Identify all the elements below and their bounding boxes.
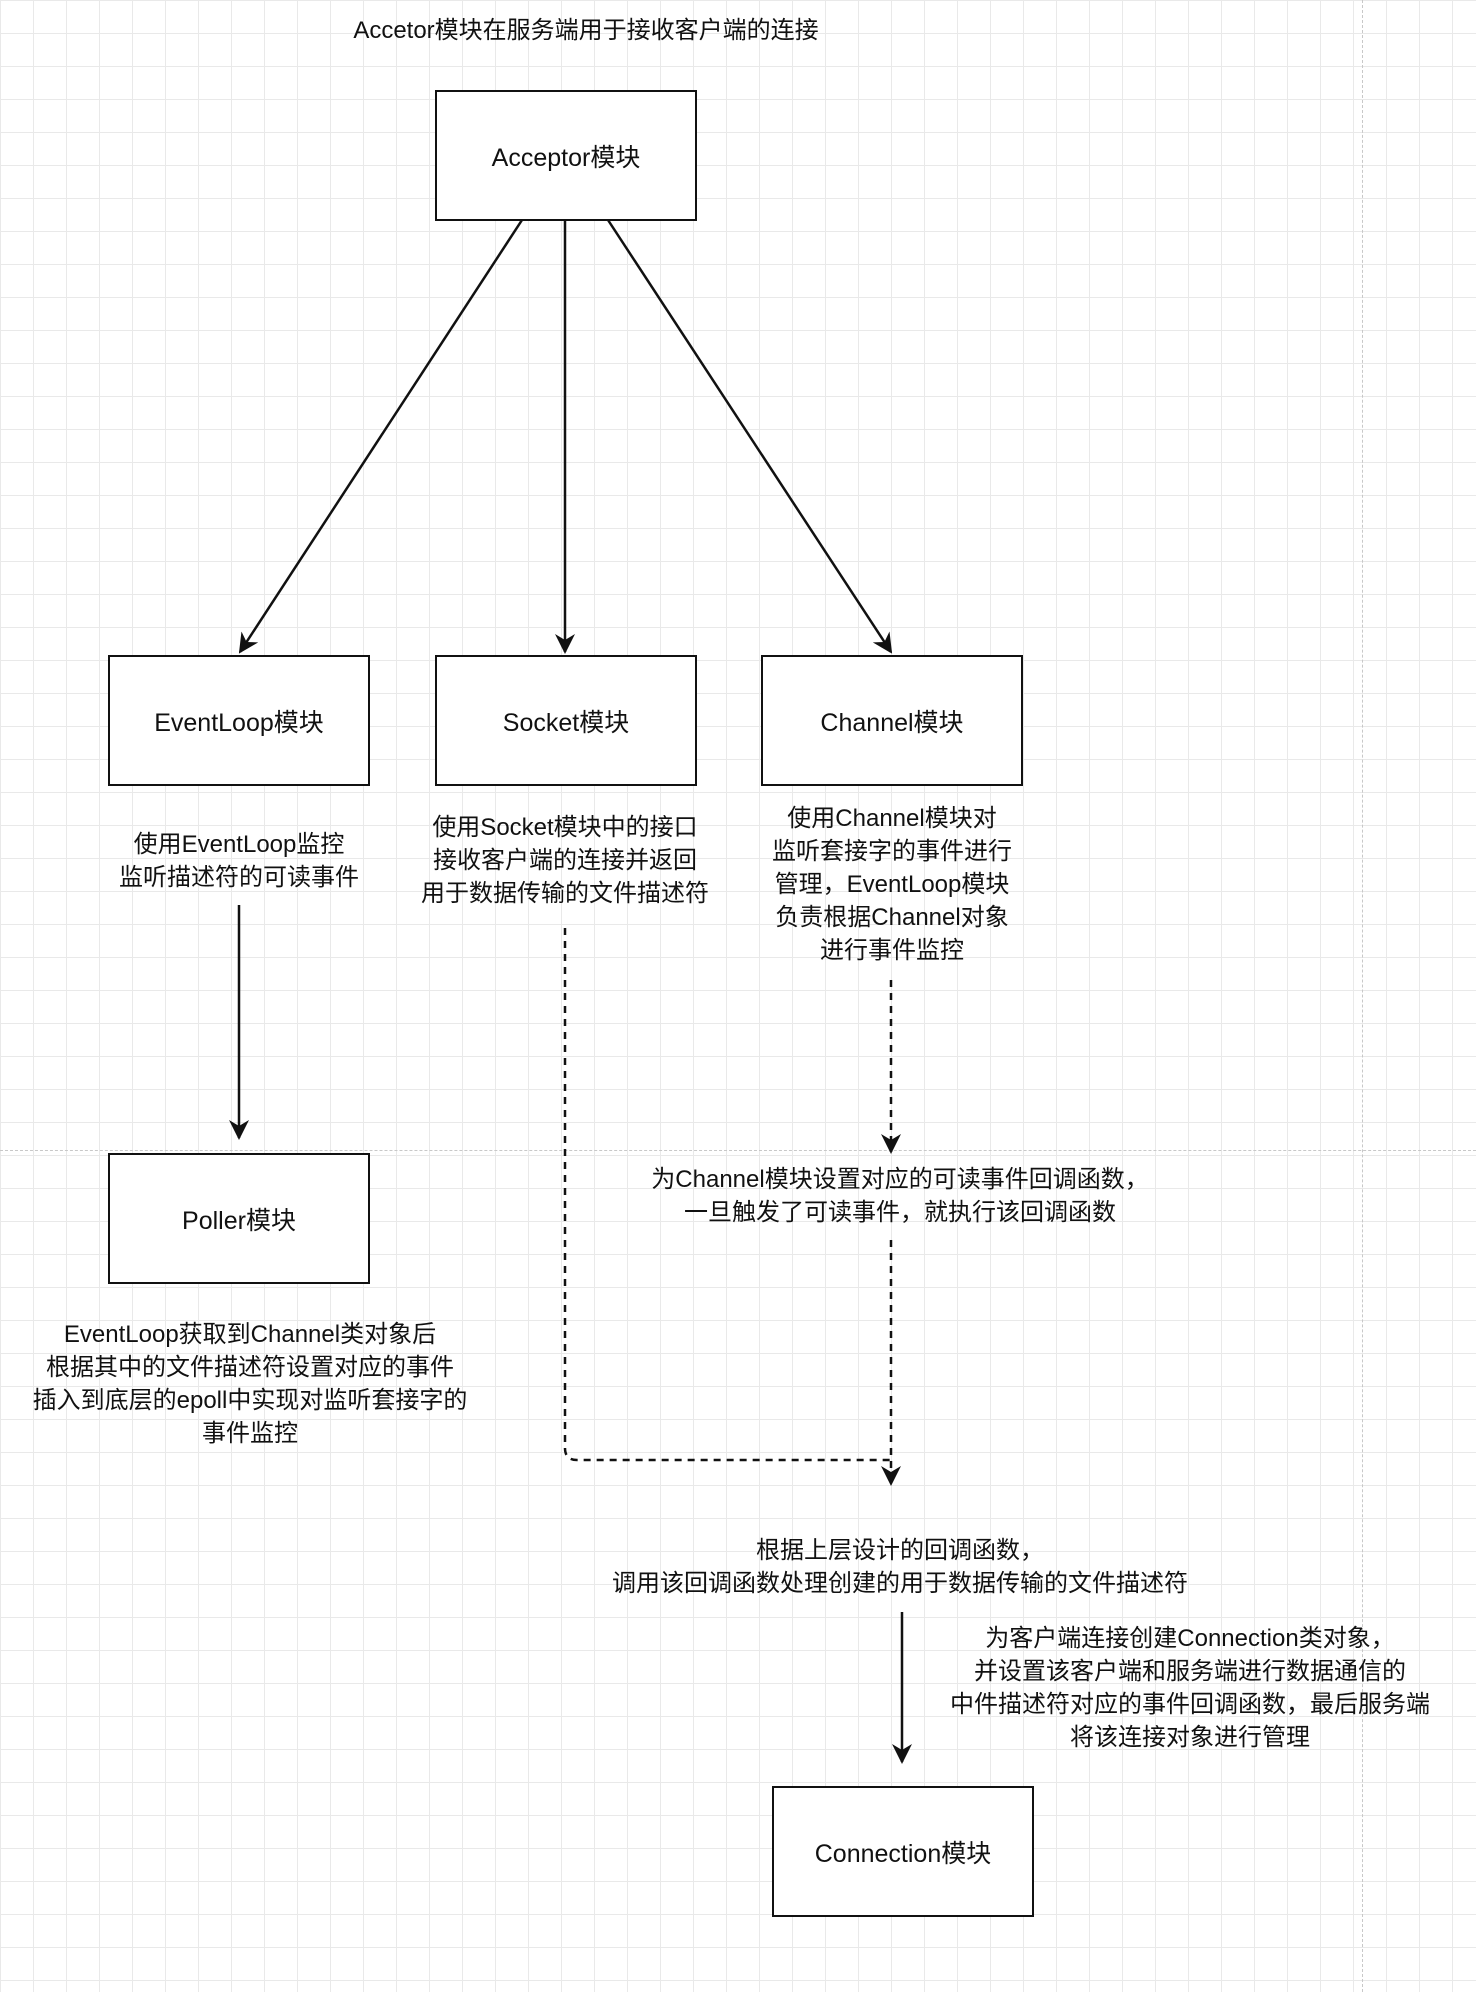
poller-note: EventLoop获取到Channel类对象后 根据其中的文件描述符设置对应的事… — [32, 1321, 468, 1447]
callback-process-note: 根据上层设计的回调函数， 调用该回调函数处理创建的用于数据传输的文件描述符 — [612, 1537, 1188, 1597]
page-guide-vertical — [1362, 0, 1363, 1992]
eventloop-module-box: EventLoop模块 — [108, 655, 370, 786]
callback-setup-note: 为Channel模块设置对应的可读事件回调函数， 一旦触发了可读事件，就执行该回… — [651, 1166, 1149, 1226]
channel-module-box: Channel模块 — [761, 655, 1023, 786]
eventloop-note: 使用EventLoop监控 监听描述符的可读事件 — [119, 831, 359, 891]
edge-acceptor-eventloop — [238, 219, 524, 654]
diagram-title: Accetor模块在服务端用于接收客户端的连接 — [353, 17, 819, 44]
edge-acceptor-channel — [606, 219, 893, 654]
poller-module-box: Poller模块 — [108, 1153, 370, 1284]
socket-note: 使用Socket模块中的接口 接收客户端的连接并返回 用于数据传输的文件描述符 — [421, 814, 709, 907]
edge-socket-callback-process — [563, 928, 891, 1462]
connection-module-box: Connection模块 — [772, 1786, 1034, 1917]
page-guide-horizontal — [0, 1150, 1476, 1151]
connection-note: 为客户端连接创建Connection类对象， 并设置该客户端和服务端进行数据通信… — [950, 1625, 1430, 1751]
acceptor-module-box: Acceptor模块 — [435, 90, 697, 221]
socket-module-box: Socket模块 — [435, 655, 697, 786]
channel-note: 使用Channel模块对 监听套接字的事件进行 管理，EventLoop模块 负… — [772, 805, 1012, 964]
